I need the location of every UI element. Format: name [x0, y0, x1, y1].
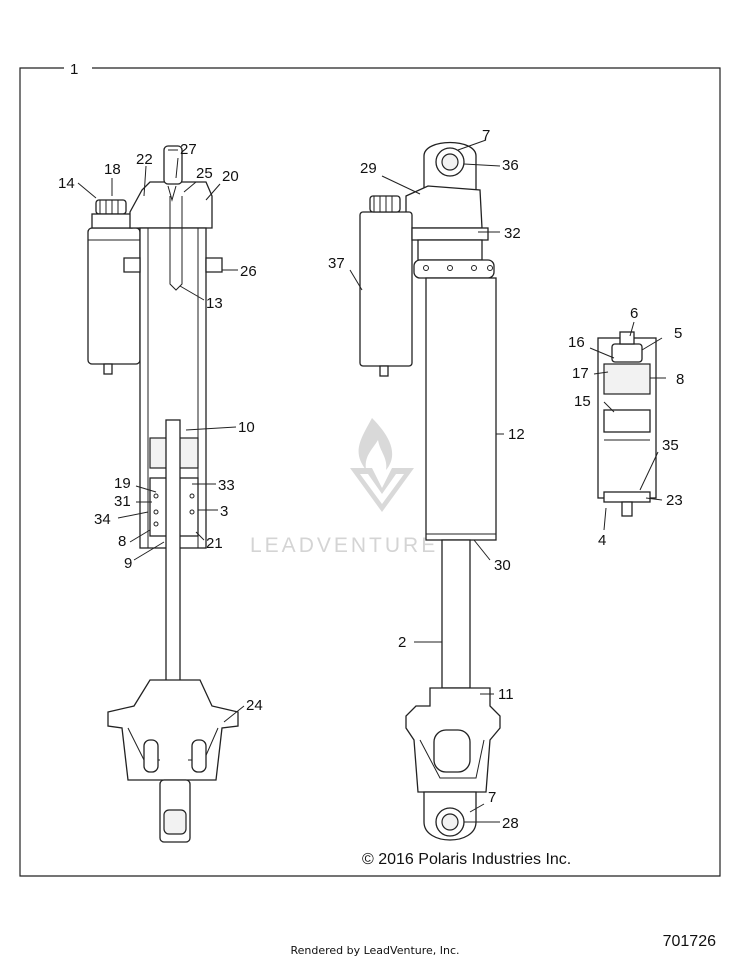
- callout-25[interactable]: 25: [196, 165, 213, 182]
- callout-33[interactable]: 33: [218, 477, 235, 494]
- callout-1[interactable]: 1: [70, 61, 78, 78]
- callout-37[interactable]: 37: [328, 255, 345, 272]
- callout-35[interactable]: 35: [662, 437, 679, 454]
- callout-5[interactable]: 5: [674, 325, 682, 342]
- callout-2[interactable]: 2: [398, 634, 406, 651]
- callout-30[interactable]: 30: [494, 557, 511, 574]
- callout-3[interactable]: 3: [220, 503, 228, 520]
- callout-9[interactable]: 9: [124, 555, 132, 572]
- callout-labels: 14 18 22 27 25 20 26 13 10 19 33 31 3 34…: [58, 127, 684, 832]
- callout-14[interactable]: 14: [58, 175, 75, 192]
- callout-31[interactable]: 31: [114, 493, 131, 510]
- callout-23[interactable]: 23: [666, 492, 683, 509]
- diagram-frame: [19, 67, 721, 877]
- callout-19[interactable]: 19: [114, 475, 131, 492]
- callout-8-left[interactable]: 8: [118, 533, 126, 550]
- callout-12[interactable]: 12: [508, 426, 525, 443]
- callout-20[interactable]: 20: [222, 168, 239, 185]
- callout-13[interactable]: 13: [206, 295, 223, 312]
- callout-21[interactable]: 21: [206, 535, 223, 552]
- callout-24[interactable]: 24: [246, 697, 263, 714]
- callout-28[interactable]: 28: [502, 815, 519, 832]
- callout-17[interactable]: 17: [572, 365, 589, 382]
- leader-lines: [77, 139, 666, 823]
- footer-rendered-by: Rendered by LeadVenture, Inc.: [290, 944, 460, 957]
- callout-27[interactable]: 27: [180, 141, 197, 158]
- callout-29[interactable]: 29: [360, 160, 377, 177]
- watermark-logo: LEADVENTURE: [250, 418, 438, 557]
- left-shock-assembly: [87, 145, 239, 843]
- callout-7-bottom[interactable]: 7: [488, 789, 496, 806]
- callout-15[interactable]: 15: [574, 393, 591, 410]
- callout-36[interactable]: 36: [502, 157, 519, 174]
- callout-18[interactable]: 18: [104, 161, 121, 178]
- reservoir-cutaway: [597, 331, 657, 517]
- callout-16[interactable]: 16: [568, 334, 585, 351]
- middle-shock-assembly: [359, 141, 501, 841]
- callout-6[interactable]: 6: [630, 305, 638, 322]
- watermark-text: LEADVENTURE: [250, 534, 438, 557]
- callout-8-right[interactable]: 8: [676, 371, 684, 388]
- callout-4[interactable]: 4: [598, 532, 606, 549]
- callout-26[interactable]: 26: [240, 263, 257, 280]
- callout-10[interactable]: 10: [238, 419, 255, 436]
- callout-32[interactable]: 32: [504, 225, 521, 242]
- callout-34[interactable]: 34: [94, 511, 111, 528]
- copyright-text: © 2016 Polaris Industries Inc.: [362, 851, 571, 868]
- callout-22[interactable]: 22: [136, 151, 153, 168]
- document-number: 701726: [662, 933, 716, 950]
- callout-7-top[interactable]: 7: [482, 127, 490, 144]
- callout-11[interactable]: 11: [498, 686, 514, 703]
